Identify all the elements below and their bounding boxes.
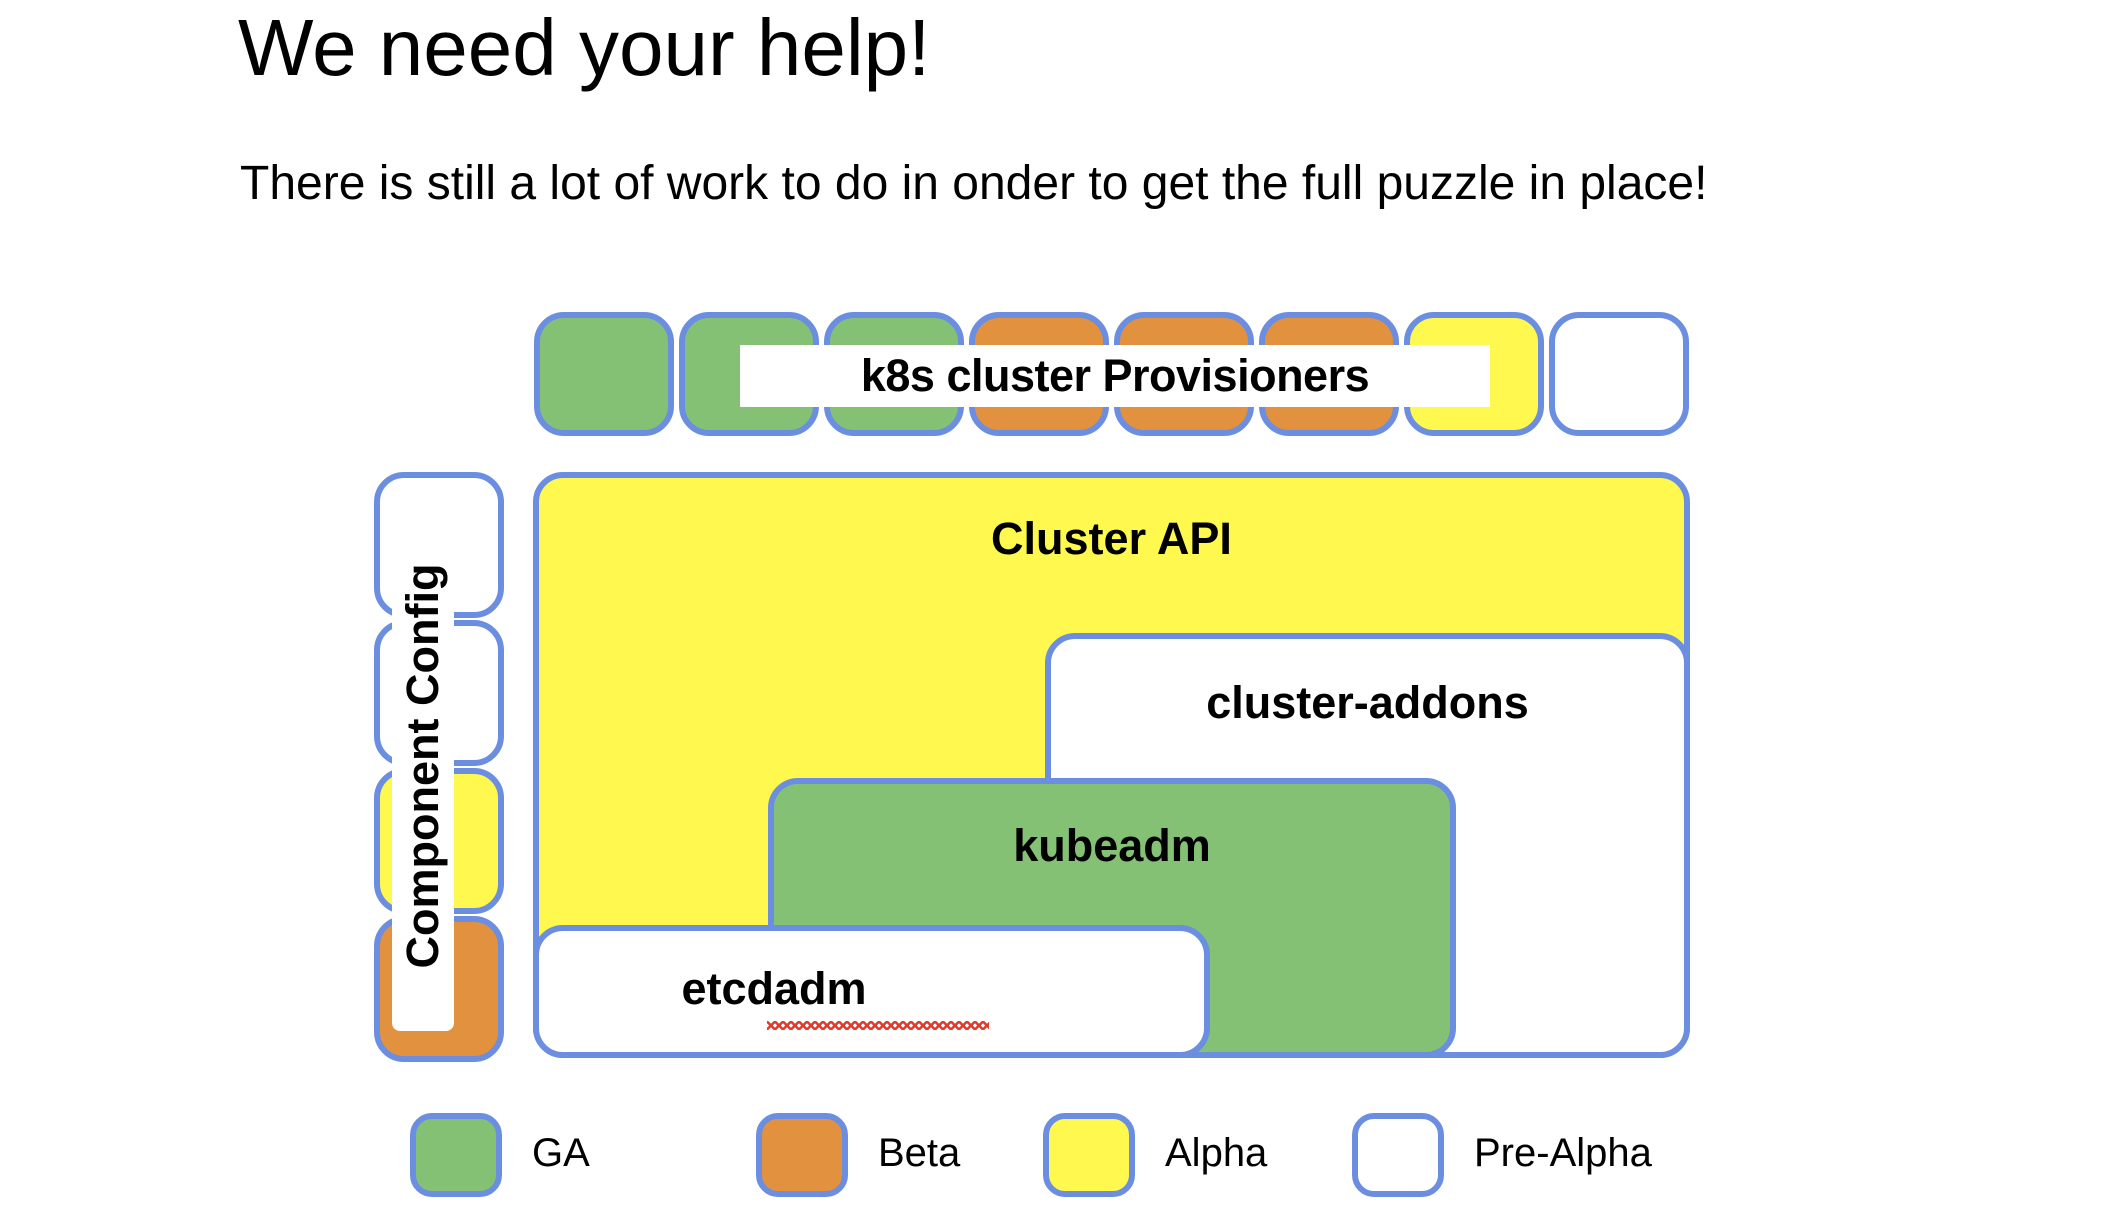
provisioner-box-8[interactable] (1549, 312, 1689, 436)
etcdadm-label: etcdadm (681, 963, 867, 1014)
legend-swatch-ga (410, 1113, 502, 1197)
legend-label-beta: Beta (878, 1131, 961, 1175)
etcdadm-box[interactable]: etcdadm (533, 925, 1210, 1058)
legend: GA Beta Alpha Pre-Alpha (0, 1113, 2126, 1213)
cluster-api-label: Cluster API (991, 513, 1232, 564)
legend-swatch-beta (756, 1113, 848, 1197)
provisioners-label: k8s cluster Provisioners (740, 345, 1490, 407)
legend-swatch-pre-alpha (1352, 1113, 1444, 1197)
legend-label-ga: GA (532, 1131, 590, 1175)
provisioner-box-1[interactable] (534, 312, 674, 436)
page-subtitle: There is still a lot of work to do in on… (240, 157, 1708, 210)
cluster-addons-label: cluster-addons (1206, 677, 1529, 728)
legend-label-alpha: Alpha (1165, 1131, 1268, 1175)
page-title: We need your help! (238, 3, 931, 92)
spellcheck-underline-icon (767, 1021, 989, 1030)
component-config-label: Component Config (392, 501, 454, 1031)
kubeadm-label: kubeadm (1013, 820, 1211, 871)
legend-label-pre-alpha: Pre-Alpha (1474, 1131, 1652, 1175)
legend-swatch-alpha (1043, 1113, 1135, 1197)
